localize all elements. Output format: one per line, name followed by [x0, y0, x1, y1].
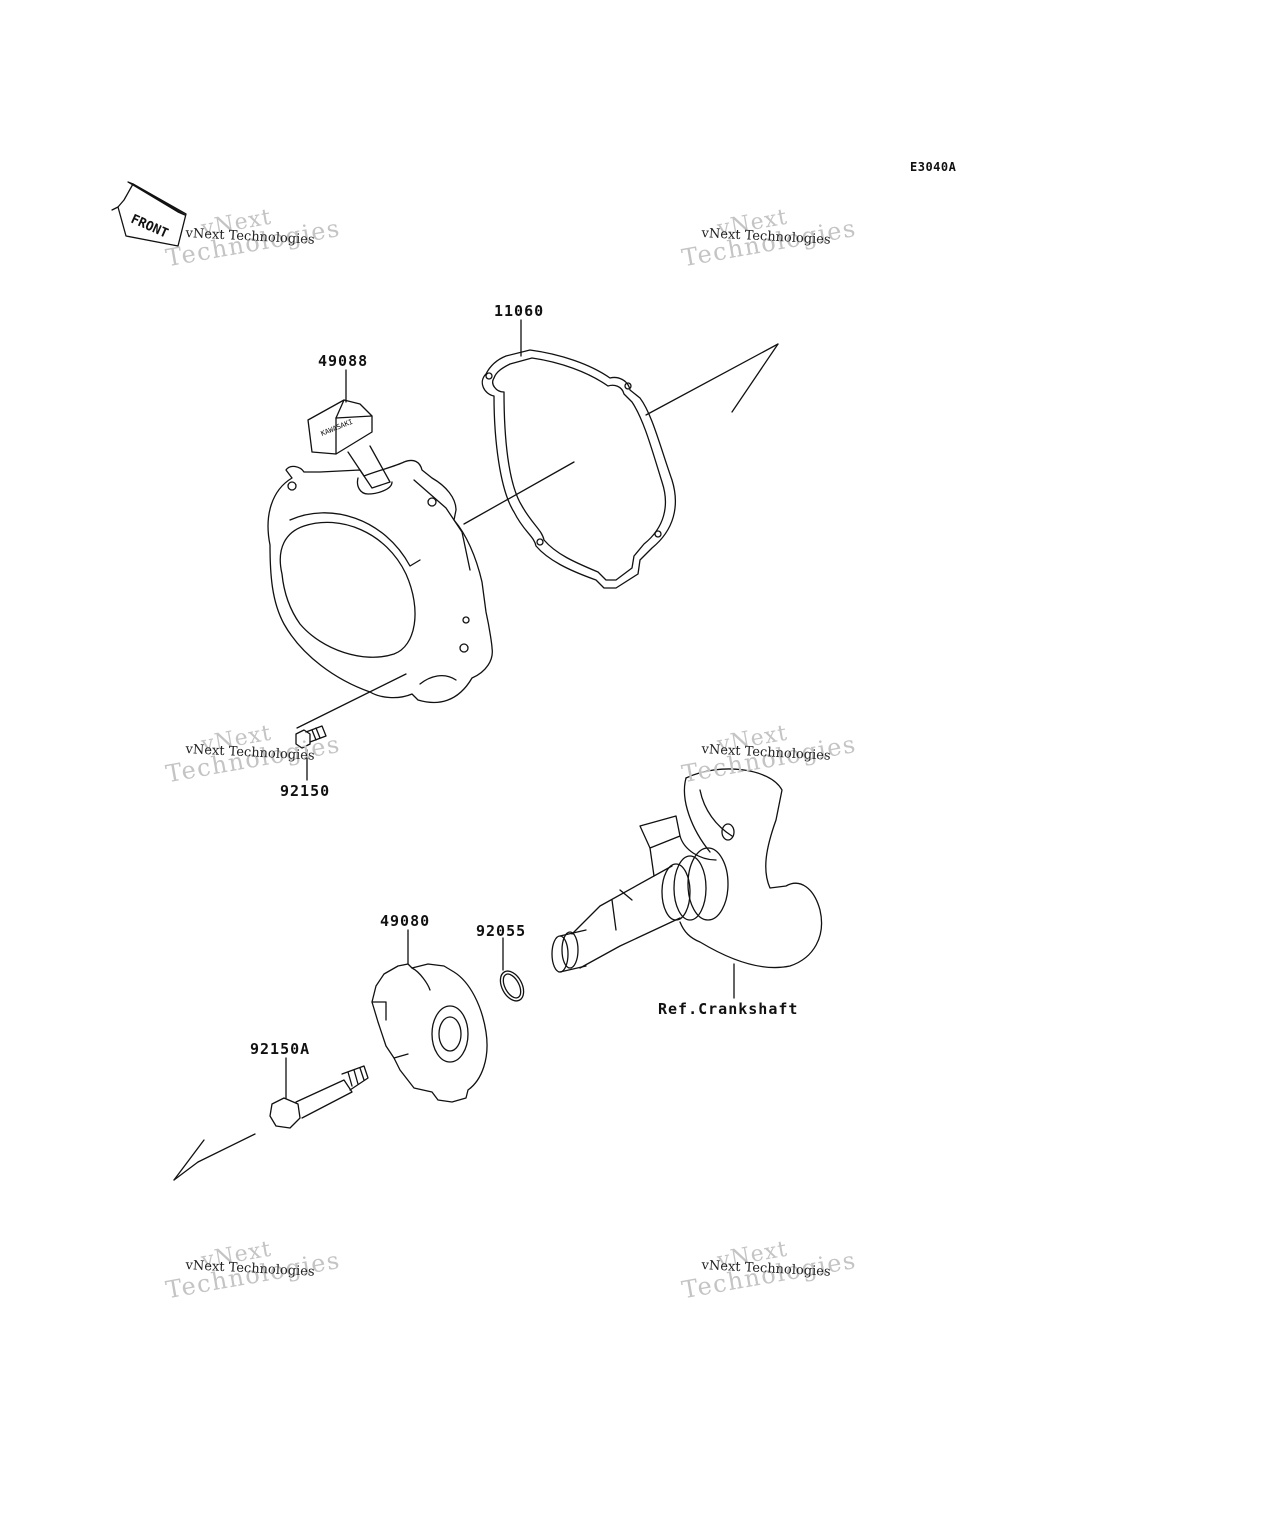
gasket-part — [481, 349, 676, 589]
part-label-49080: 49080 — [380, 912, 431, 930]
pulley-49080 — [371, 963, 488, 1103]
part-label-ref-crankshaft: Ref.Crankshaft — [658, 1000, 799, 1018]
part-label-92150a: 92150A — [250, 1040, 311, 1058]
recoil-starter-assembly — [267, 399, 493, 704]
part-label-49088: 49088 — [318, 352, 369, 370]
o-ring-92055 — [499, 970, 525, 1002]
part-label-92150: 92150 — [280, 782, 331, 800]
diagram-id: E3040A — [910, 160, 957, 174]
bolt-92150 — [295, 725, 327, 749]
bolt-92150a — [269, 1065, 369, 1129]
part-label-92055: 92055 — [476, 922, 527, 940]
crankshaft-drawing — [551, 768, 823, 973]
front-arrow-icon — [111, 181, 187, 247]
handle-brand-text: KAWASAKI — [320, 418, 354, 438]
part-label-11060: 11060 — [494, 302, 545, 320]
